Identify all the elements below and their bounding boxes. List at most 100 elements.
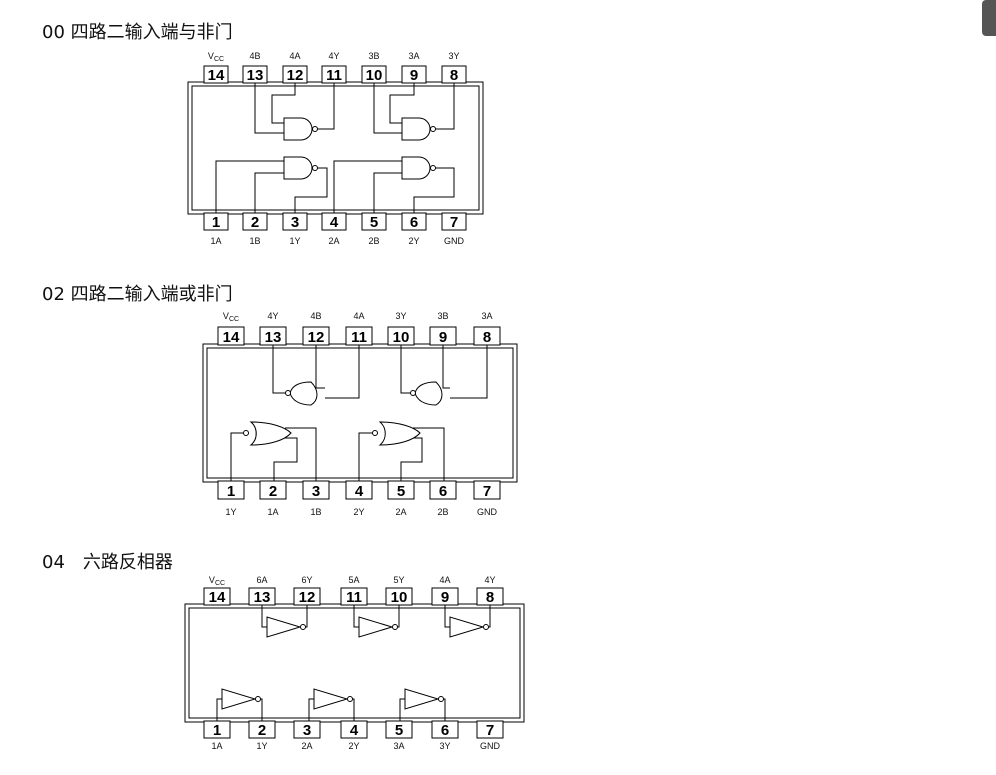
nand-pin-number: 4: [330, 214, 339, 231]
inv-pin-5: 53A: [385, 720, 413, 751]
nand-pin-label: GND: [444, 236, 465, 246]
inv-pin-number: 11: [346, 589, 362, 606]
inv-pin-label: 2A: [301, 741, 312, 751]
nand-pin-label: 3B: [368, 51, 379, 61]
nor-pin-number: 14: [223, 329, 240, 346]
nand-gate-2: [333, 156, 455, 213]
nand-gate-1: [215, 156, 328, 213]
inv-pin-1: 11A: [203, 720, 231, 751]
inv-pin-number: 7: [486, 722, 494, 739]
nor-pin-label: 2A: [395, 507, 406, 517]
nand-pin-number: 3: [291, 214, 299, 231]
nor-pin-number: 5: [397, 483, 405, 500]
nor-gate-1: [230, 421, 317, 481]
nand-pin-number: 6: [410, 214, 418, 231]
inv-pin-6: 63Y: [431, 720, 459, 751]
nand-pin-number: 11: [326, 67, 342, 84]
nand-pin-label: 1A: [210, 236, 221, 246]
nor-pin-label: 3Y: [395, 311, 406, 321]
inverter-chip-title: 04 六路反相器: [42, 552, 173, 573]
nand-pin-number: 9: [410, 67, 418, 84]
nor-pin-label: 4Y: [267, 311, 278, 321]
nand-pin-number: 2: [251, 214, 259, 231]
inv-pin-label: 6A: [256, 575, 267, 585]
inv-pin-label: 4Y: [484, 575, 495, 585]
nand-pin-number: 5: [370, 214, 378, 231]
inv-pin-number: 2: [258, 722, 266, 739]
nor-gate-4: [272, 345, 360, 406]
inv-pin-number: 6: [441, 722, 449, 739]
inverter-gate-5: [353, 605, 400, 638]
nor-pin-number: 7: [483, 483, 491, 500]
nand-pin-label: 2A: [328, 236, 339, 246]
inv-pin-label: 1A: [211, 741, 222, 751]
inv-pin-label: 6Y: [301, 575, 312, 585]
nand-pin-number: 8: [450, 67, 458, 84]
nor-pin-number: 6: [439, 483, 447, 500]
nor-pin-4: 42Y: [345, 480, 373, 517]
nand-pin-label: 4Y: [328, 51, 339, 61]
inv-pin-9: 94A: [431, 575, 459, 606]
nor-pin-6: 6 2B: [429, 480, 457, 517]
scrollbar-thumb[interactable]: [982, 0, 996, 36]
nand-pin-1: 1 1A: [203, 212, 229, 246]
nor-pin-label: 3A: [481, 311, 492, 321]
nor-pin-label: 4A: [353, 311, 364, 321]
inv-pin-label: 1Y: [256, 741, 267, 751]
nor-chip-title: 02 四路二输入端或非门: [42, 284, 233, 305]
nand-chip-title: 00 四路二输入端与非门: [42, 22, 233, 43]
nand-pin-label: 1Y: [289, 236, 300, 246]
inverter-gate-3: [399, 688, 446, 721]
nor-pin-number: 1: [227, 483, 235, 500]
inv-pin-label: 5Y: [393, 575, 404, 585]
nand-pin-number: 7: [450, 214, 458, 231]
inv-pin-number: 3: [303, 722, 311, 739]
inv-pin-number: 8: [486, 589, 494, 606]
nor-pin-number: 8: [483, 329, 491, 346]
inv-pin-8: 84Y: [476, 575, 504, 606]
inv-pin-2: 21Y: [248, 720, 276, 751]
nor-pin-number: 3: [312, 483, 320, 500]
inv-pin-label: 5A: [348, 575, 359, 585]
nor-gate-2: [358, 421, 445, 481]
nand-pin-number: 1: [212, 214, 220, 231]
nor-pin-number: 9: [439, 329, 447, 346]
nor-pin-2: 21A: [259, 480, 287, 517]
nand-pin-label: 3Y: [448, 51, 459, 61]
nor-pin-number: 10: [393, 329, 410, 346]
inv-pin-number: 14: [209, 589, 226, 606]
nand-pin-label: 1B: [249, 236, 260, 246]
nor-pin-label: 2B: [437, 507, 448, 517]
nand-pin-label: 2B: [368, 236, 379, 246]
inverter-gate-1: [216, 688, 263, 721]
inv-pin-number: 9: [441, 589, 449, 606]
nand-pin-number: 13: [247, 67, 264, 84]
inverter-gate-4: [444, 605, 491, 638]
nand-pin-number: 12: [287, 67, 304, 84]
inv-pin-label: GND: [480, 741, 501, 751]
nor-pin-label: 4B: [310, 311, 321, 321]
nand-pin-2: 2 1B: [242, 212, 268, 246]
inv-pin-number: 5: [395, 722, 403, 739]
nand-pin-label: 4B: [249, 51, 260, 61]
nand-pin-13: 13 4B: [242, 51, 268, 84]
nand-gate-3: [373, 83, 455, 141]
inv-pin-3: 32A: [293, 720, 321, 751]
nor-pin-number: 2: [269, 483, 277, 500]
inv-pin-number: 4: [350, 722, 359, 739]
nand-pin-11: 11 4Y: [321, 51, 347, 84]
nor-pin-8: 8 3A: [473, 311, 501, 346]
nand-gate-4: [254, 83, 335, 141]
nor-pin-label: 1Y: [225, 507, 236, 517]
nand-pin-number: 14: [208, 67, 225, 84]
